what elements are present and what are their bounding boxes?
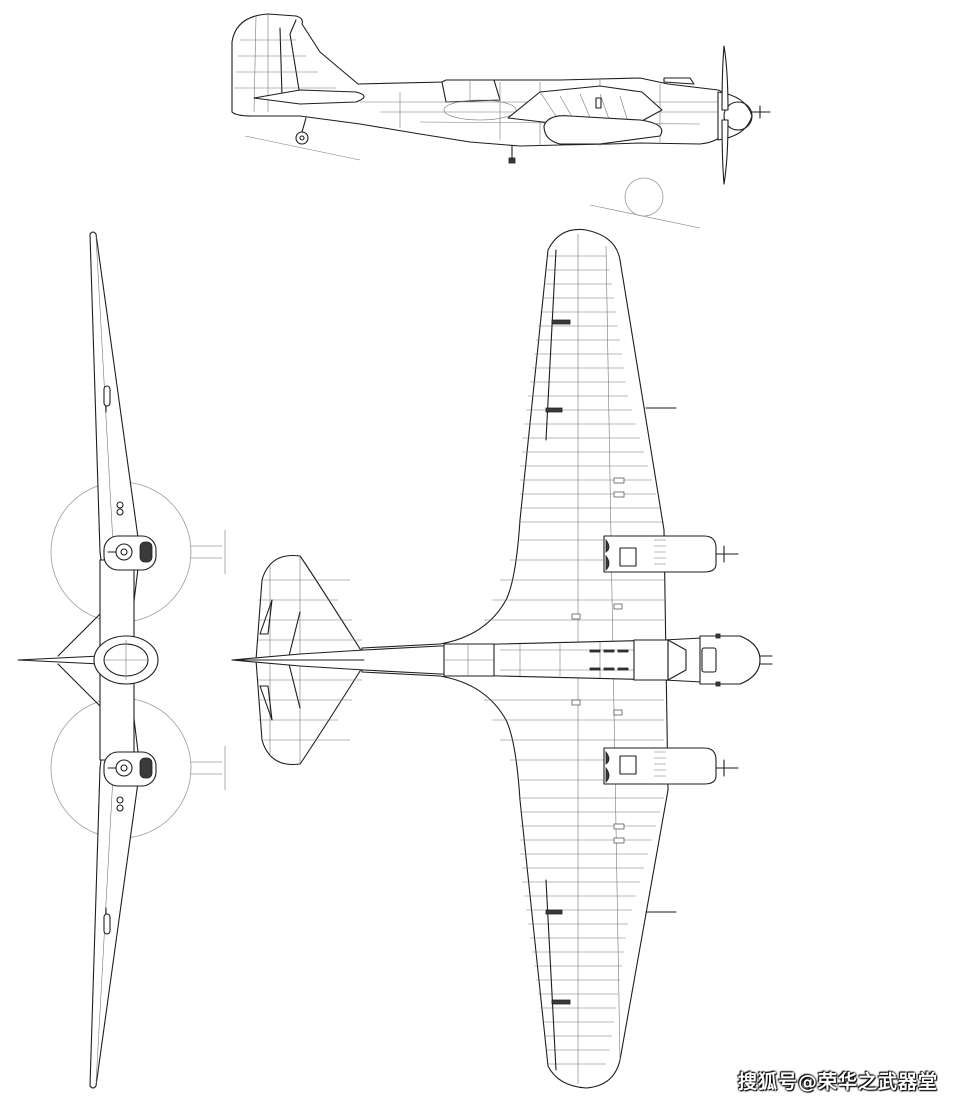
elevator-tabs (259, 599, 273, 721)
ground-line-tail (244, 135, 361, 161)
nose-top (699, 635, 761, 685)
front-tail-struts (57, 609, 105, 711)
pitot-tubes (645, 407, 677, 913)
front-tailplane (17, 655, 101, 665)
nacelle-intake (595, 97, 602, 109)
main-wheel-outline (624, 177, 664, 217)
front-engine-lower (103, 751, 157, 787)
tail-wheel (295, 131, 309, 145)
wing-light-upper (103, 385, 111, 407)
front-engine-upper (103, 535, 157, 571)
rudder-hinge (289, 19, 301, 97)
top-view (231, 228, 773, 1089)
fuselage-slots (589, 649, 629, 671)
side-view (231, 13, 771, 229)
ground-line-nose (589, 204, 701, 229)
propeller-blade-top (721, 45, 729, 111)
wing-light-lower (103, 913, 111, 935)
wing-access-panels (571, 477, 625, 844)
cockpit-top (633, 639, 669, 681)
fin-spar (279, 27, 283, 97)
tailplane-side (253, 89, 365, 105)
propeller-hub (723, 101, 753, 131)
engine-nacelle-upper (603, 535, 739, 573)
nose-cap (663, 77, 695, 85)
rear-canopy (441, 79, 501, 103)
nose-gun (759, 655, 773, 665)
front-view (17, 231, 226, 1089)
propeller-blade-bottom (721, 119, 729, 185)
engine-nacelle-side (543, 115, 663, 145)
watermark-text: 搜狐号@荣华之武器堂 (737, 1071, 938, 1093)
engine-nacelle-lower (603, 747, 739, 785)
